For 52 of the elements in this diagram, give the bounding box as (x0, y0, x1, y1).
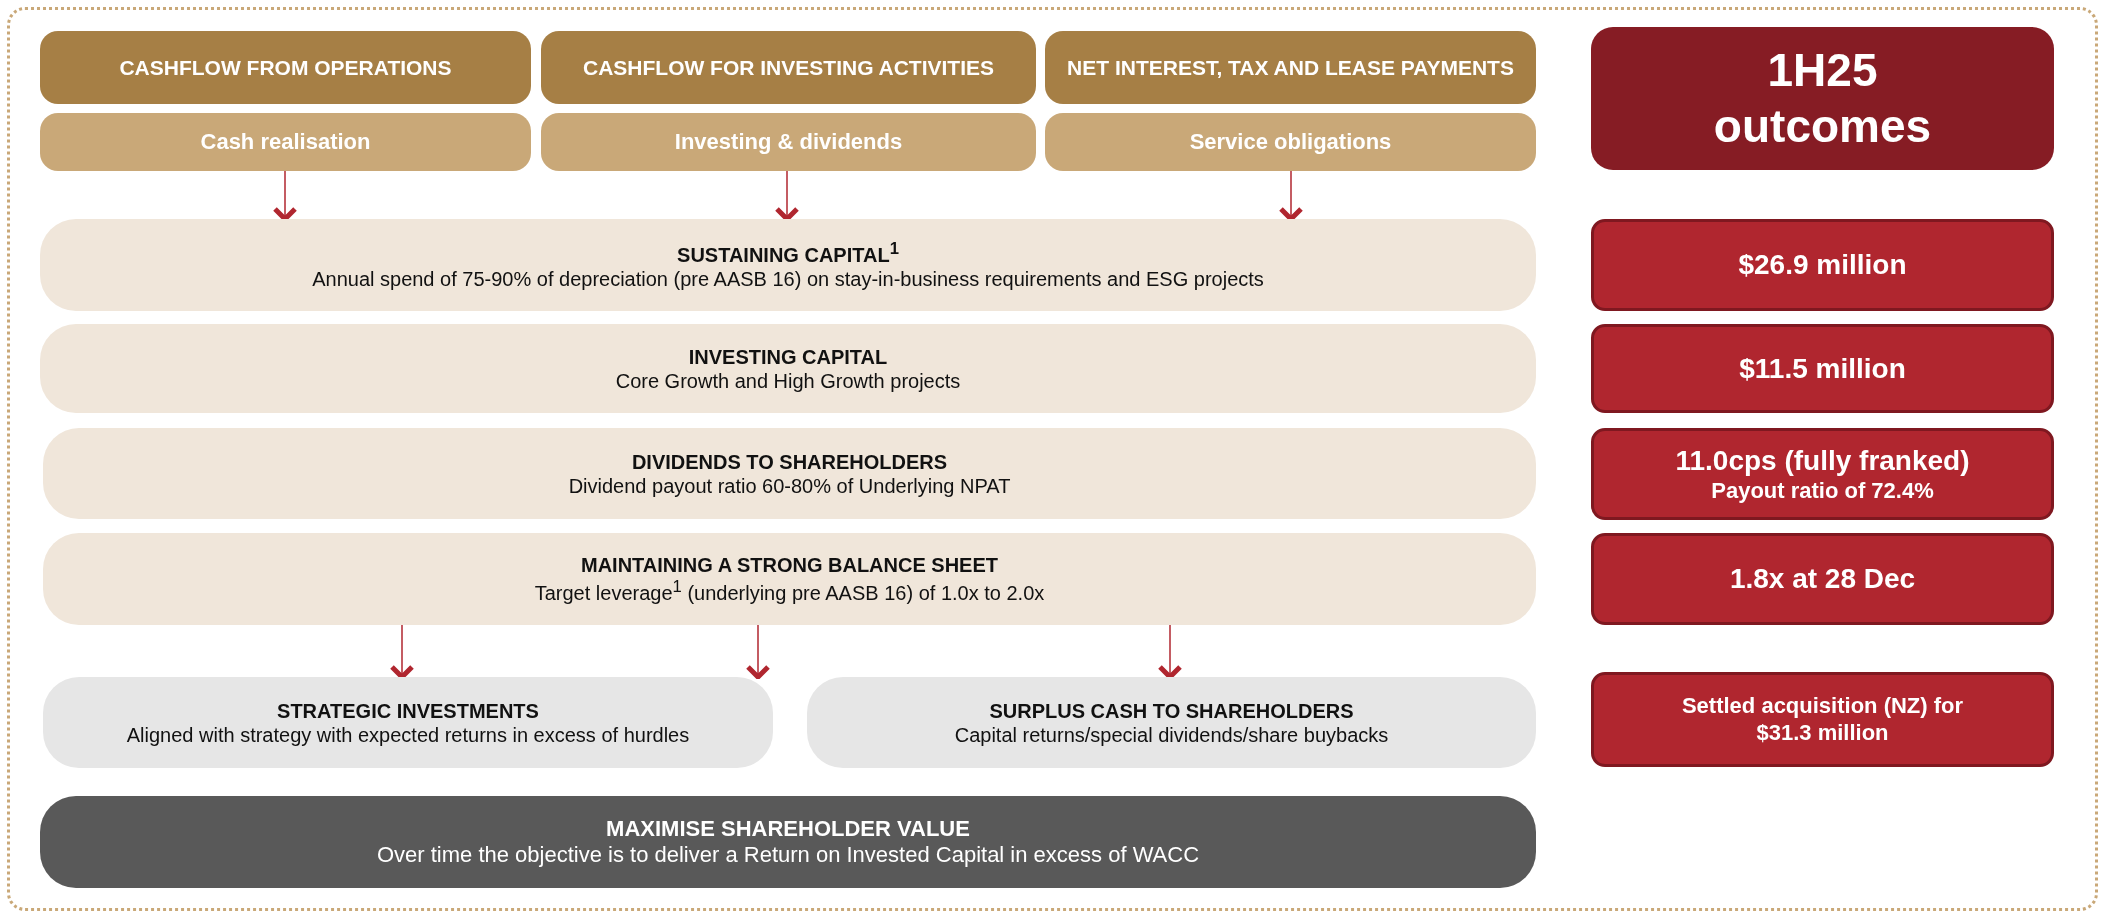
outcome-box (1591, 533, 2054, 625)
chevron-arrow (1278, 170, 1304, 222)
chevron-arrow (745, 624, 771, 680)
heading-text: INVESTING CAPITAL (688, 344, 888, 369)
body-text: Aligned with strategy with expected returns in excess of hurdles (126, 722, 690, 747)
heading-text: SUSTAINING CAPITAL$^{1}$ (677, 239, 899, 267)
policy-box (40, 324, 1536, 413)
subheader-box (1045, 113, 1536, 171)
heading-text: 11.0cps (fully franked) (1675, 444, 1970, 478)
heading-text: MAXIMISE SHAREHOLDER VALUE (606, 815, 970, 842)
chevron-arrow (1157, 624, 1183, 680)
outcome-box (1591, 324, 2054, 413)
body-text: Target leverage$^{1}$ (underlying pre AASB 16) of 1.0x to 2.0x (534, 577, 1045, 605)
heading-text: MAINTAINING A STRONG BALANCE SHEET (581, 553, 998, 578)
body-text: Annual spend of 75-90% of depreciation (pre AASB 16) on stay-in-business requirements and ESG projects (312, 266, 1264, 291)
policy-box (43, 428, 1536, 519)
box-text: CASHFLOW FOR INVESTING ACTIVITIES (582, 54, 995, 81)
box-text: Investing & dividends (674, 128, 903, 156)
heading-text: DIVIDENDS TO SHAREHOLDERS (631, 449, 948, 474)
outcome-box (1591, 219, 2054, 311)
heading-text: SURPLUS CASH TO SHAREHOLDERS (989, 698, 1354, 723)
outcome-box (1591, 428, 2054, 520)
chevron-arrow (272, 170, 298, 222)
subheader-box (541, 113, 1036, 171)
policy-box (43, 533, 1536, 625)
header-box (1045, 31, 1536, 104)
outcome-box (1591, 672, 2054, 767)
box-text: Settled acquisition (NZ) for $31.3 million (1680, 693, 1965, 746)
box-text: CASHFLOW FROM OPERATIONS (119, 54, 452, 81)
box-text: $26.9 million (1738, 248, 1907, 282)
option-box (807, 677, 1536, 768)
header-box (40, 31, 531, 104)
heading-text: STRATEGIC INVESTMENTS (277, 698, 539, 723)
option-box (43, 677, 773, 768)
box-text: Cash realisation (200, 128, 371, 156)
body-text: Over time the objective is to deliver a Return on Invested Capital in excess of WACC (376, 842, 1200, 869)
box-text: $11.5 million (1739, 351, 1906, 386)
box-text: 1H25 outcomes (1712, 43, 1933, 154)
header-box (541, 31, 1036, 104)
objective-box (40, 796, 1536, 888)
box-text: 1.8x at 28 Dec (1729, 562, 1916, 596)
box-text: Service obligations (1189, 128, 1392, 156)
box-text: NET INTEREST, TAX AND LEASE PAYMENTS (1067, 54, 1514, 81)
subheader-box (40, 113, 531, 171)
body-text: Capital returns/special dividends/share buybacks (954, 722, 1389, 747)
body-text: Payout ratio of 72.4% (1711, 477, 1934, 504)
outcomes-header-box (1591, 27, 2054, 170)
body-text: Core Growth and High Growth projects (615, 368, 961, 393)
policy-box (40, 219, 1536, 311)
chevron-arrow (774, 170, 800, 222)
chevron-arrow (389, 624, 415, 680)
body-text: Dividend payout ratio 60-80% of Underlying NPAT (568, 473, 1011, 498)
